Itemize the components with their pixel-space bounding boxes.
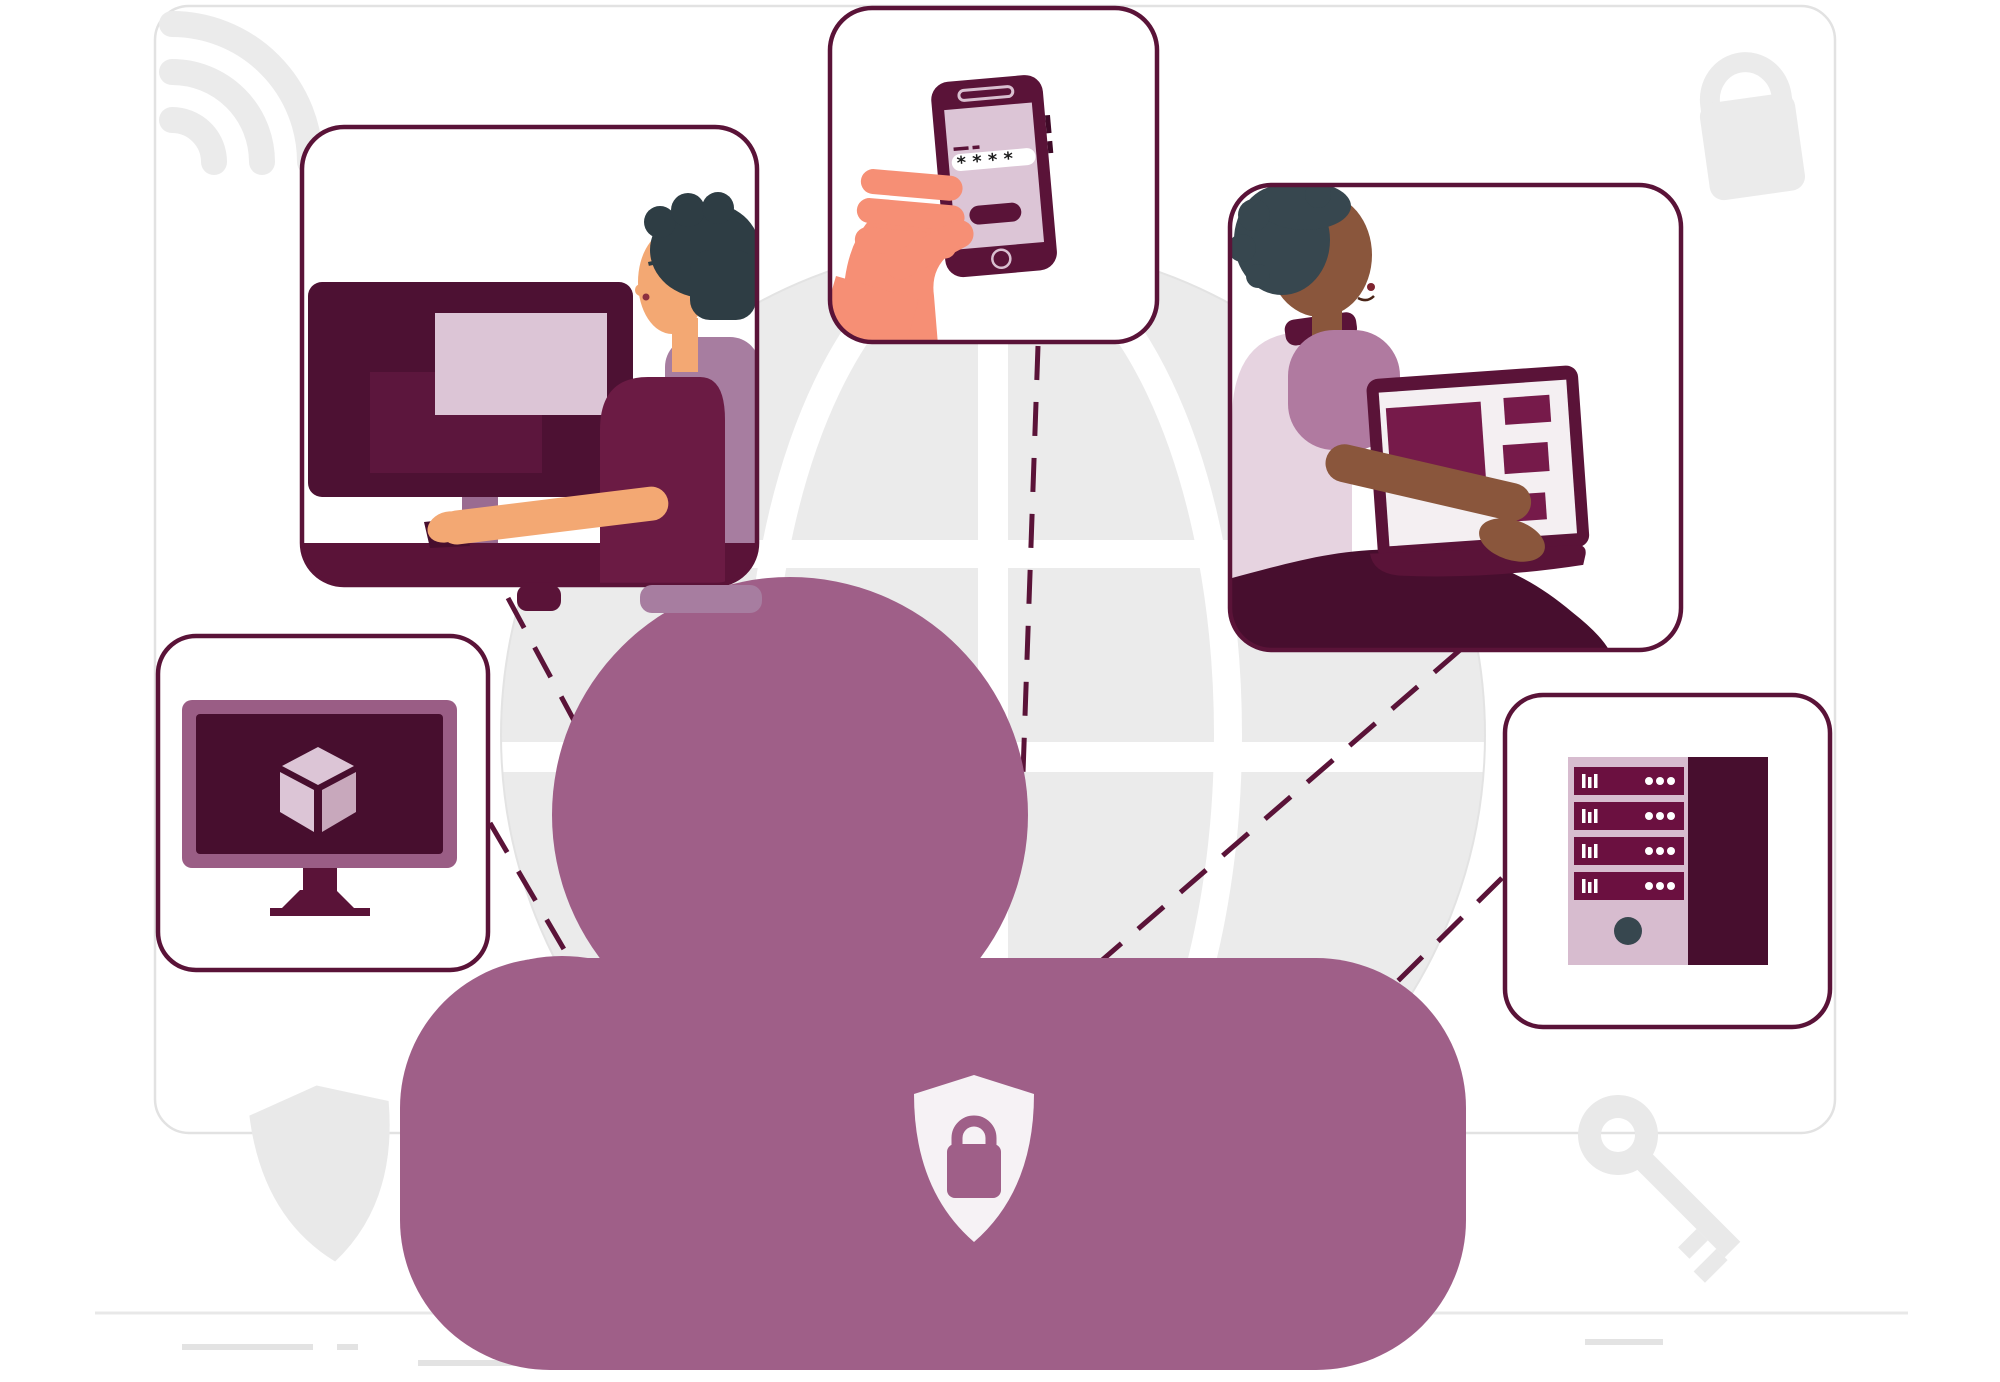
password-mask: * * * * — [956, 148, 1015, 174]
woman-forearm — [1325, 444, 1532, 521]
connector-laptop-cloud — [1083, 648, 1462, 977]
panel-virtual-machine — [155, 633, 491, 973]
shield-icon — [249, 1085, 390, 1262]
key-icon — [1578, 1095, 1741, 1283]
woman-skirt — [1232, 549, 1609, 650]
padlock-icon — [1699, 52, 1805, 201]
panel-user-desktop — [299, 124, 762, 613]
holding-hand — [830, 169, 974, 342]
connector-phone-cloud — [1018, 345, 1041, 831]
monitor-window — [435, 313, 607, 415]
secure-cloud — [400, 577, 1466, 1370]
panel-server-rack — [1502, 692, 1833, 1030]
woman-hair — [1230, 185, 1351, 295]
connector-server-cloud — [1318, 876, 1504, 1060]
panel-user-laptop — [1227, 182, 1684, 653]
server-units — [1574, 767, 1684, 900]
home-button[interactable] — [991, 248, 1012, 270]
server-side-panel — [1688, 757, 1768, 965]
man-forearm — [439, 486, 669, 545]
panel-mobile-login: * * * * — [827, 5, 1160, 345]
server-power-button[interactable] — [1614, 917, 1642, 945]
password-field[interactable] — [951, 147, 1036, 171]
login-button[interactable] — [969, 202, 1022, 225]
man-hair — [644, 192, 757, 320]
cube-icon — [280, 747, 356, 832]
man-shirt — [600, 377, 725, 585]
shield-lock-icon — [914, 1075, 1034, 1242]
wifi-icon — [159, 11, 323, 175]
connector-vm-cloud — [487, 821, 578, 970]
